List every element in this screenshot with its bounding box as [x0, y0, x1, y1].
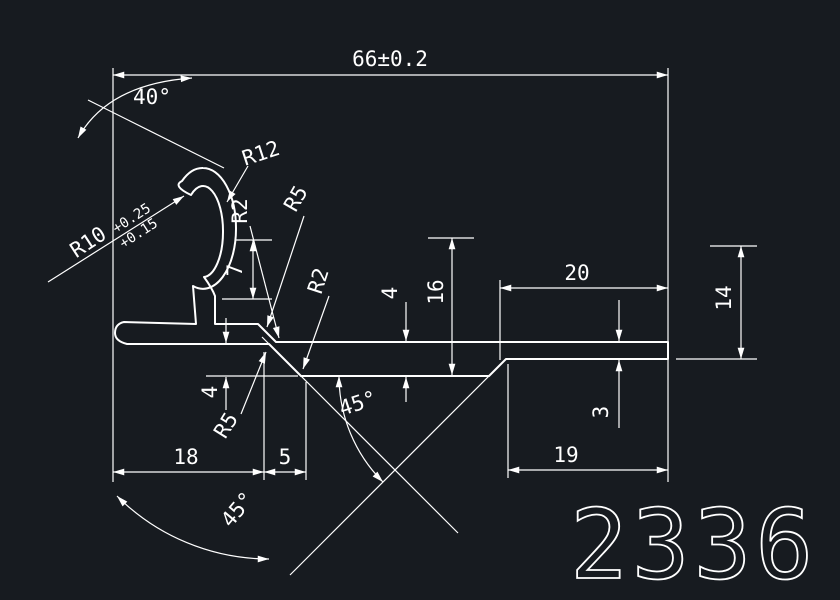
dim-4-mid-label: 4 [378, 287, 402, 300]
dim-66-label: 66±0.2 [352, 47, 428, 71]
r5-lower-label: R5 [209, 408, 243, 442]
r12-label: R12 [239, 136, 282, 171]
r10-label: R10 [66, 222, 111, 263]
dim-19-label: 19 [553, 443, 578, 467]
dim-20-label: 20 [564, 261, 589, 285]
dim-7-label: 7 [223, 264, 247, 277]
dim-4-left-label: 4 [198, 386, 222, 399]
leader-lines [47, 165, 330, 415]
dim-3-label: 3 [589, 406, 613, 419]
part-number: 2336 [570, 489, 817, 600]
dimension-lines [113, 71, 745, 476]
r2-mid-label: R2 [303, 265, 334, 296]
dim-14-label: 14 [712, 285, 736, 310]
angle-arcs [77, 75, 384, 563]
r2-upper-label: R2 [228, 198, 252, 223]
dim-5-label: 5 [279, 445, 292, 469]
dim-18-label: 18 [173, 445, 198, 469]
r5-upper-label: R5 [279, 182, 312, 216]
angle-40-label: 40° [133, 85, 171, 109]
dim-16-label: 16 [424, 279, 448, 304]
angle-45-bottom-label: 45° [216, 487, 259, 531]
angle-45-mid-label: 45° [336, 386, 379, 421]
